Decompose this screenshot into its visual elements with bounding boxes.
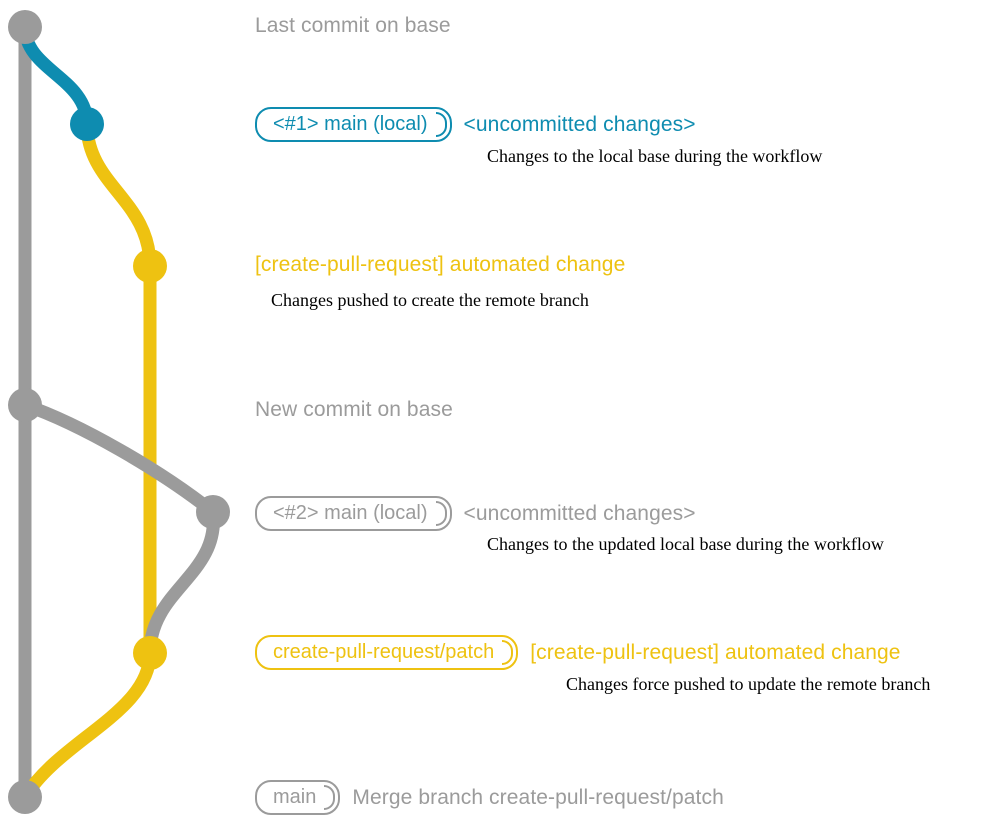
- row-patch-branch-headline: [create-pull-request] automated change: [530, 640, 901, 664]
- commit-node-remote-1: [133, 249, 167, 283]
- commit-node-local-2: [196, 495, 230, 529]
- row-automated-change-1-headline: [create-pull-request] automated change: [255, 253, 626, 276]
- commit-node-remote-2: [133, 636, 167, 670]
- row-automated-change-1-subtext: Changes pushed to create the remote bran…: [271, 290, 589, 310]
- commit-node-merge: [8, 780, 42, 814]
- graph-nodes: [8, 10, 230, 814]
- row-merge: main Merge branch create-pull-request/pa…: [255, 780, 724, 815]
- edge-local2-to-remote2: [143, 505, 220, 660]
- tag-main-label: main: [273, 786, 317, 808]
- edge-base-to-local2: [18, 398, 220, 519]
- row-local-2-subtext: Changes to the updated local base during…: [487, 534, 884, 554]
- row-new-commit: New commit on base: [255, 398, 453, 422]
- tag-main[interactable]: main: [255, 780, 341, 815]
- row-last-commit: Last commit on base: [255, 14, 451, 38]
- row-patch-branch: create-pull-request/patch [create-pull-r…: [255, 635, 901, 670]
- row-local-1-headline: <uncommitted changes>: [463, 112, 696, 136]
- tag-main-local-1-label: <#1> main (local): [273, 113, 428, 135]
- row-local-1: <#1> main (local) <uncommitted changes>: [255, 107, 696, 142]
- row-local-2-headline: <uncommitted changes>: [463, 501, 696, 525]
- commit-node-base-1: [8, 10, 42, 44]
- tag-main-local-2-label: <#2> main (local): [273, 502, 428, 524]
- row-local-2: <#2> main (local) <uncommitted changes>: [255, 496, 696, 531]
- edge-remote2-to-merge: [18, 646, 157, 804]
- tag-main-local-1[interactable]: <#1> main (local): [255, 107, 452, 142]
- row-new-commit-headline: New commit on base: [255, 398, 453, 421]
- tag-create-pull-request-patch[interactable]: create-pull-request/patch: [255, 635, 519, 670]
- row-merge-headline: Merge branch create-pull-request/patch: [352, 785, 724, 809]
- row-patch-branch-subtext: Changes force pushed to update the remot…: [566, 674, 931, 694]
- row-local-1-subtext: Changes to the local base during the wor…: [487, 146, 823, 166]
- row-automated-change-1: [create-pull-request] automated change: [255, 253, 625, 277]
- row-last-commit-headline: Last commit on base: [255, 14, 451, 37]
- commit-node-base-2: [8, 388, 42, 422]
- edge-local1-to-remote1: [80, 117, 157, 273]
- commit-node-local-1: [70, 107, 104, 141]
- tag-create-pull-request-patch-label: create-pull-request/patch: [273, 641, 495, 663]
- tag-main-local-2[interactable]: <#2> main (local): [255, 496, 452, 531]
